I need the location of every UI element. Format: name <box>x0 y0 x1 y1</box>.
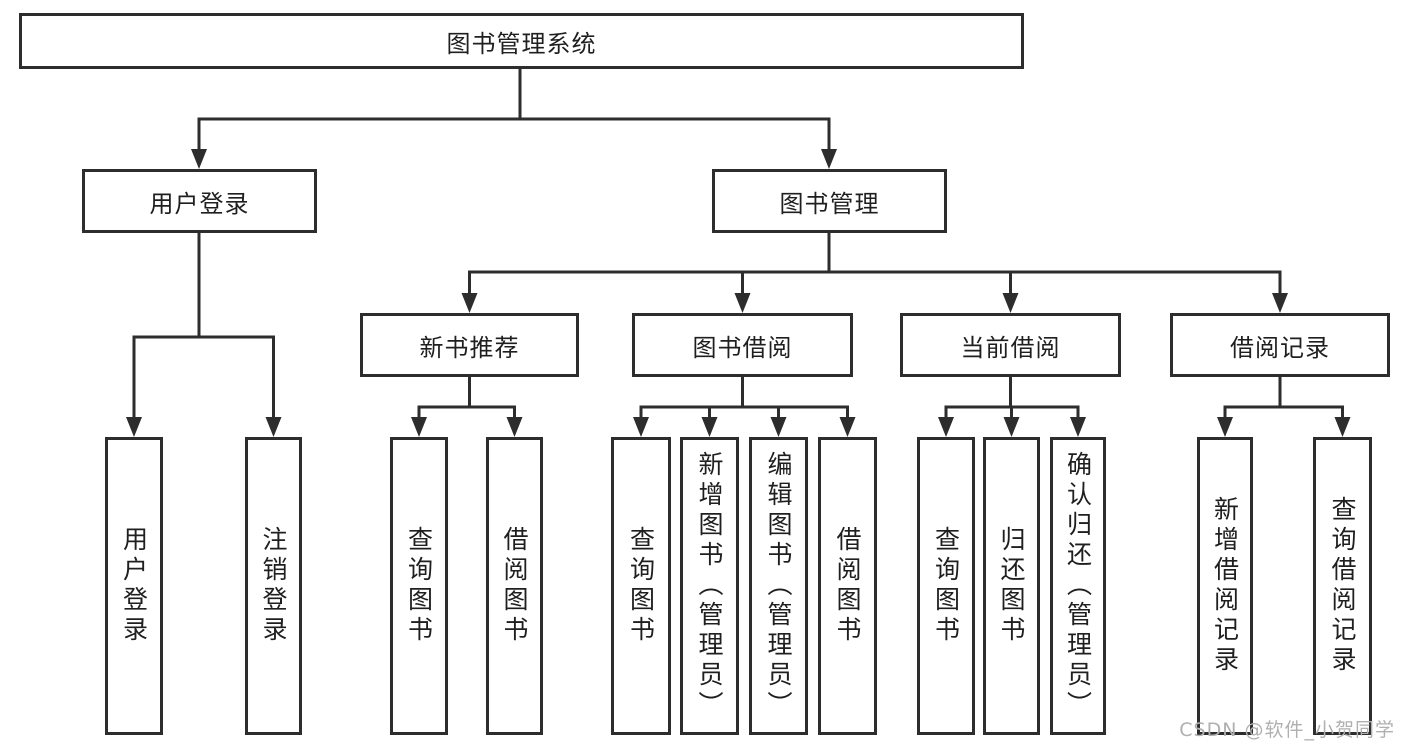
node-current-borrowing: 当前借阅 <box>900 313 1121 377</box>
leaf-bb-edit-books-admin: 编辑图书（管理员） <box>749 437 808 735</box>
leaf-bb-add-books-admin: 新增图书（管理员） <box>680 437 739 735</box>
leaf-bb-query-books: 查询图书 <box>611 437 671 735</box>
leaf-bb-edit-books-admin-label: 编辑图书（管理员） <box>764 451 793 721</box>
leaf-br-add-record-label: 新增借阅记录 <box>1210 496 1240 676</box>
leaf-user-login: 用户登录 <box>105 437 163 735</box>
node-root: 图书管理系统 <box>19 13 1024 69</box>
node-current-borrowing-label: 当前借阅 <box>960 333 1061 362</box>
node-new-book-recommend: 新书推荐 <box>360 313 579 377</box>
leaf-bb-add-books-admin-label: 新增图书（管理员） <box>695 451 724 721</box>
leaf-nr-borrow-books-label: 借阅图书 <box>500 526 529 646</box>
leaf-cb-confirm-return-admin: 确认归还（管理员） <box>1050 437 1106 735</box>
leaf-cb-query-books: 查询图书 <box>917 437 975 735</box>
node-borrowing-records-label: 借阅记录 <box>1230 333 1330 362</box>
node-user-login-label: 用户登录 <box>149 189 250 218</box>
node-new-book-recommend-label: 新书推荐 <box>419 333 520 362</box>
leaf-cb-return-books: 归还图书 <box>983 437 1040 735</box>
leaf-nr-borrow-books: 借阅图书 <box>486 437 543 735</box>
node-root-label: 图书管理系统 <box>446 29 597 58</box>
leaf-br-query-record-label: 查询借阅记录 <box>1328 496 1357 676</box>
arrowheads <box>126 149 1351 437</box>
leaf-cb-query-books-label: 查询图书 <box>931 526 961 646</box>
leaf-nr-query-books-label: 查询图书 <box>404 526 434 646</box>
node-borrowing-records: 借阅记录 <box>1170 313 1390 377</box>
leaf-logout-login-label: 注销登录 <box>259 526 288 646</box>
node-user-login: 用户登录 <box>82 169 317 233</box>
leaf-bb-borrow-books-label: 借阅图书 <box>833 526 862 646</box>
leaf-bb-borrow-books: 借阅图书 <box>818 437 877 735</box>
node-book-management-label: 图书管理 <box>779 189 880 218</box>
leaf-cb-return-books-label: 归还图书 <box>997 526 1026 646</box>
leaf-bb-query-books-label: 查询图书 <box>626 526 656 646</box>
leaf-user-login-label: 用户登录 <box>119 526 149 646</box>
node-book-borrowing: 图书借阅 <box>632 313 853 377</box>
leaf-cb-confirm-return-admin-label: 确认归还（管理员） <box>1063 451 1093 721</box>
leaf-br-query-record: 查询借阅记录 <box>1313 437 1372 735</box>
leaf-br-add-record: 新增借阅记录 <box>1197 437 1253 735</box>
node-book-borrowing-label: 图书借阅 <box>692 333 793 362</box>
watermark: CSDN @软件_小贺同学 <box>1179 719 1395 741</box>
leaf-logout-login: 注销登录 <box>245 437 302 735</box>
leaf-nr-query-books: 查询图书 <box>390 437 448 735</box>
node-book-management: 图书管理 <box>712 169 947 233</box>
